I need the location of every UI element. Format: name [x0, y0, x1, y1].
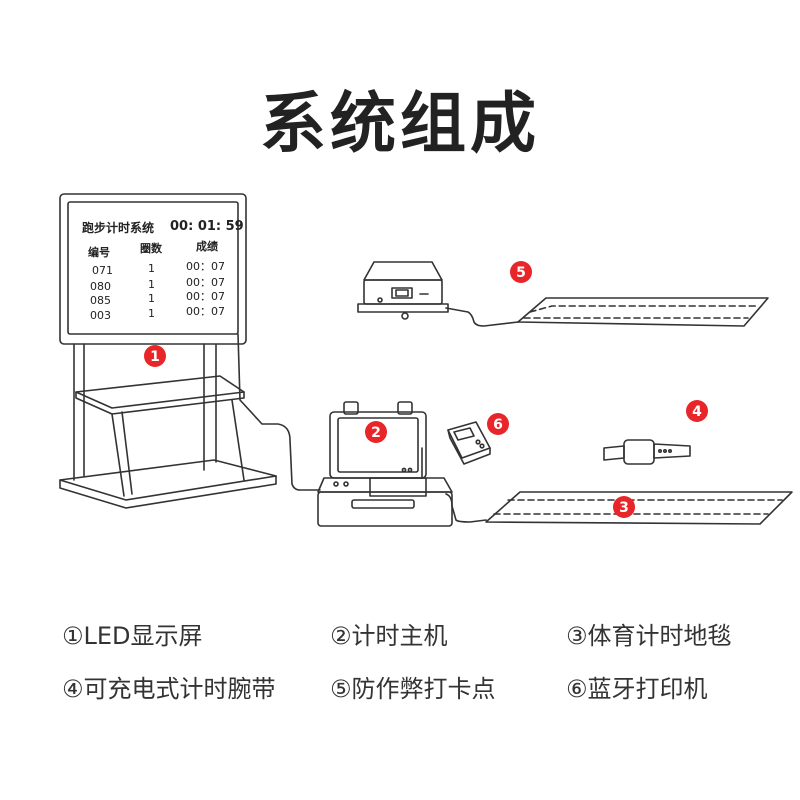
- cables: [237, 307, 519, 523]
- screen-cell: 1: [148, 278, 155, 291]
- svg-text:1: 1: [150, 349, 160, 365]
- badge-3: 3: [613, 496, 635, 518]
- screen-cell: 00：07: [186, 260, 225, 273]
- page-title: 系统组成: [260, 85, 540, 162]
- legend-item-printer: ⑥蓝牙打印机: [566, 675, 708, 703]
- led-display-stand: [59, 193, 277, 509]
- legend-item-wristband: ④可充电式计时腕带: [62, 675, 276, 703]
- svg-text:4: 4: [692, 404, 702, 420]
- screen-cell: 00：07: [186, 305, 225, 318]
- badge-2: 2: [365, 421, 387, 443]
- screen-title: 跑步计时系统: [82, 220, 154, 235]
- screen-header: 编号: [88, 245, 110, 259]
- svg-text:6: 6: [493, 417, 503, 433]
- svg-text:2: 2: [371, 425, 381, 441]
- badge-4: 4: [686, 400, 708, 422]
- screen-cell: 071: [92, 264, 113, 277]
- screen-cell: 1: [148, 262, 155, 275]
- screen-cell: 085: [90, 294, 111, 307]
- screen-header: 圈数: [140, 241, 163, 255]
- svg-text:5: 5: [516, 265, 526, 281]
- legend-item-led-display: ①LED显示屏: [62, 622, 203, 650]
- screen-time: 00: 01: 59: [170, 219, 244, 234]
- screen-cell: 00：07: [186, 276, 225, 289]
- timing-mat: [485, 491, 793, 525]
- screen-header: 成绩: [196, 239, 218, 253]
- legend-item-main-unit: ②计时主机: [330, 622, 448, 650]
- svg-text:3: 3: [619, 500, 629, 516]
- bluetooth-printer: [447, 421, 491, 465]
- legend-item-timing-mat: ③体育计时地毯: [566, 622, 732, 650]
- badge-5: 5: [510, 261, 532, 283]
- legend-item-checkpoint: ⑤防作弊打卡点: [330, 675, 496, 703]
- badge-6: 6: [487, 413, 509, 435]
- screen-cell: 1: [148, 292, 155, 305]
- checkpoint-mat: [517, 297, 769, 327]
- screen-cell: 003: [90, 309, 111, 322]
- screen-cell: 080: [90, 280, 111, 293]
- screen-cell: 00：07: [186, 290, 225, 303]
- badge-1: 1: [144, 345, 166, 367]
- checkpoint-device: [357, 261, 449, 320]
- main-unit-case: [317, 401, 453, 527]
- wristband: [603, 439, 691, 465]
- screen-cell: 1: [148, 307, 155, 320]
